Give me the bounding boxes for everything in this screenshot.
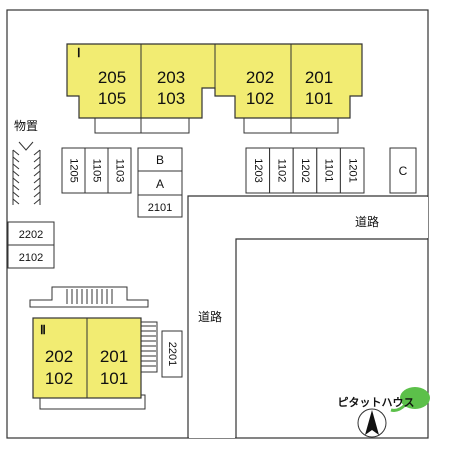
parking-left-side: 2202 2102	[7, 221, 55, 269]
parking-label: 1203	[252, 158, 264, 182]
staircase	[66, 289, 113, 304]
unit-label: 201	[305, 68, 333, 87]
unit-label: 101	[100, 369, 128, 388]
road-north-south	[189, 197, 235, 438]
unit-label: 205	[98, 68, 126, 87]
parking-label: A	[156, 177, 164, 191]
building-1: Ⅰ 205 105 203 103 202 102 201 101	[66, 43, 363, 134]
parking-space-c	[389, 147, 417, 194]
unit-label: 202	[246, 68, 274, 87]
parking-space	[137, 194, 183, 218]
parking-label: 2102	[19, 252, 43, 264]
parking-label: 1101	[323, 159, 335, 183]
balcony-left	[94, 117, 190, 134]
brand-text: ピタットハウス	[338, 396, 415, 409]
parking-middle-group: B A 2101	[137, 147, 183, 218]
building-2-roof	[29, 286, 149, 308]
staircase-side	[139, 321, 158, 373]
unit-label: 201	[100, 347, 128, 366]
road-edge-outer	[187, 195, 428, 438]
unit-label: 202	[45, 347, 73, 366]
unit-label: 102	[246, 89, 274, 108]
parking-left-group: 1205 1105 1103	[61, 147, 132, 194]
unit-label: 105	[98, 89, 126, 108]
parking-label: 1103	[114, 159, 126, 183]
storage: 物置	[12, 119, 41, 205]
unit-label: 101	[305, 89, 333, 108]
parking-right-group: 1203 1102 1202 1101 1201	[245, 147, 365, 194]
unit-label: 203	[157, 68, 185, 87]
building-2-label: Ⅱ	[40, 323, 46, 337]
north-arrow-icon	[357, 408, 387, 438]
unit-label: 103	[157, 89, 185, 108]
parking-space	[137, 170, 183, 196]
storage-label: 物置	[14, 119, 38, 133]
parking-label: 1205	[68, 158, 80, 182]
road-label-east-west: 道路	[355, 214, 379, 229]
parking-label: 1201	[346, 158, 358, 182]
building-1-label: Ⅰ	[77, 46, 81, 60]
parking-label: 1102	[275, 159, 287, 183]
parking-label: 2201	[166, 342, 178, 366]
parking-space	[7, 244, 55, 269]
brand-logo: ピタットハウス	[338, 387, 430, 412]
parking-label: C	[399, 164, 408, 178]
parking-label: 1105	[91, 159, 103, 183]
parking-label: 1202	[299, 158, 311, 182]
building-2: Ⅱ 202 102 201 101	[29, 286, 158, 410]
road-edge-inner	[235, 238, 428, 438]
parking-label: 2101	[148, 202, 172, 214]
parking-space	[161, 330, 183, 378]
road-label-north-south: 道路	[198, 309, 222, 324]
logo-leaf	[400, 387, 430, 409]
parking-label: 2202	[19, 229, 43, 241]
storage-rack	[12, 141, 41, 205]
parking-label: B	[156, 153, 164, 167]
parking-space	[107, 147, 132, 194]
parking-space	[339, 147, 365, 194]
unit-label: 102	[45, 369, 73, 388]
